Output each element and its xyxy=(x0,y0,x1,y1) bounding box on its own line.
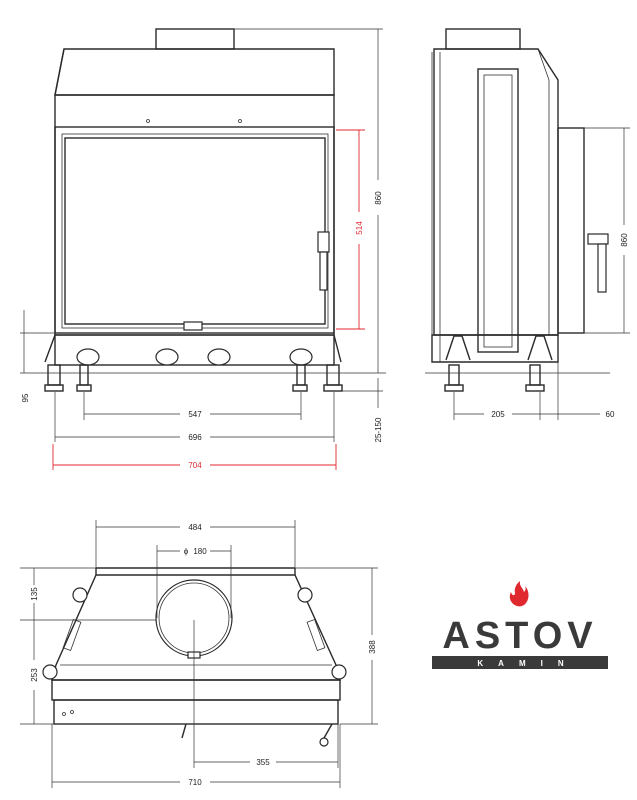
dim-388: 388 xyxy=(368,640,377,654)
front-dimensions: 547 696 704 860 514 95 25-150 xyxy=(20,28,383,470)
top-view xyxy=(42,567,347,747)
dim-25-150: 25-150 xyxy=(374,417,383,442)
front-view xyxy=(20,28,386,392)
astov-logo: ASTOV KAMIN xyxy=(432,581,608,669)
side-dimensions: 205 60 860 xyxy=(453,127,630,420)
dim-860-side: 860 xyxy=(620,233,629,247)
dim-diameter-symbol: ϕ xyxy=(184,547,189,556)
dim-514: 514 xyxy=(355,221,364,235)
dim-205: 205 xyxy=(491,410,505,419)
dim-355: 355 xyxy=(256,758,270,767)
top-dimensions: 484 ϕ 180 388 135 253 355 7 xyxy=(20,520,378,788)
logo-tagline: KAMIN xyxy=(477,659,578,668)
logo-name: ASTOV xyxy=(442,615,597,657)
dim-696: 696 xyxy=(188,433,202,442)
dim-860-front: 860 xyxy=(374,191,383,205)
dim-135: 135 xyxy=(30,587,39,601)
dim-710: 710 xyxy=(188,778,202,787)
dim-704: 704 xyxy=(188,461,202,470)
side-view xyxy=(425,28,610,392)
flame-icon xyxy=(509,581,529,607)
dim-253: 253 xyxy=(30,668,39,682)
dim-547: 547 xyxy=(188,410,202,419)
dim-95: 95 xyxy=(21,393,30,402)
dim-60: 60 xyxy=(606,410,615,419)
logo-tagline-bar xyxy=(432,656,608,669)
dim-180: 180 xyxy=(193,547,207,556)
dim-484: 484 xyxy=(188,523,202,532)
